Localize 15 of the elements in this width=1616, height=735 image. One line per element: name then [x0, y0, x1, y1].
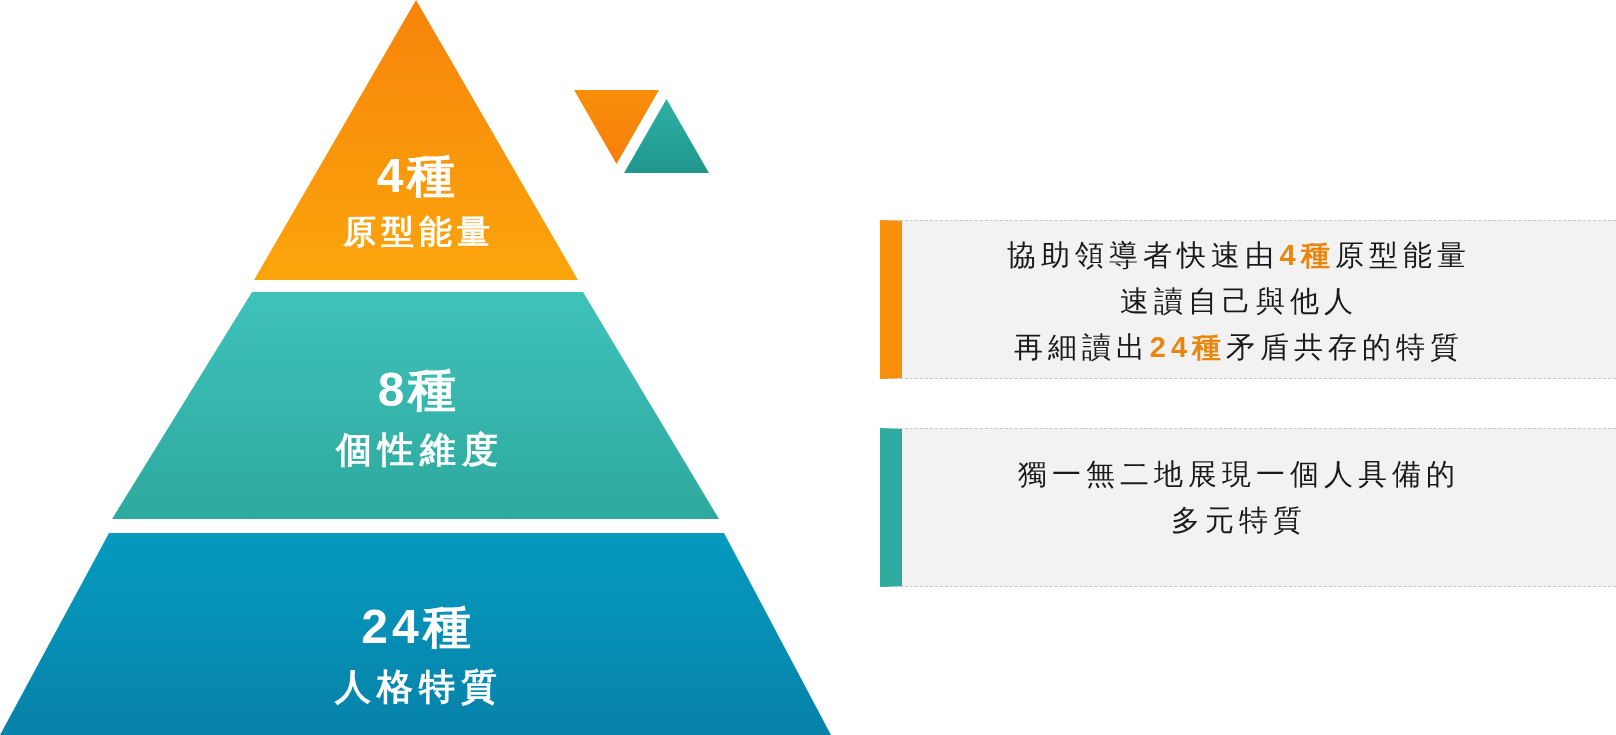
pyramid-tier — [112, 292, 719, 519]
triangle-icon — [624, 99, 709, 173]
triangle-icon — [574, 90, 659, 164]
info-card — [880, 428, 1616, 587]
tier-title: 個性維度 — [334, 429, 504, 471]
pyramid-tier — [0, 533, 831, 735]
tier-title: 原型能量 — [341, 213, 495, 251]
info-card — [880, 220, 1616, 379]
card-text: 獨一無二地展現一個人具備的多元特質 — [1017, 457, 1461, 538]
pyramid-tier — [254, 0, 578, 280]
tier-title: 人格特質 — [334, 666, 503, 708]
card-text: 速讀自己與他人 — [1120, 284, 1358, 319]
tier-count: 8種 — [376, 362, 461, 418]
tier-count: 24種 — [360, 599, 475, 655]
tier-count: 4種 — [375, 148, 460, 204]
